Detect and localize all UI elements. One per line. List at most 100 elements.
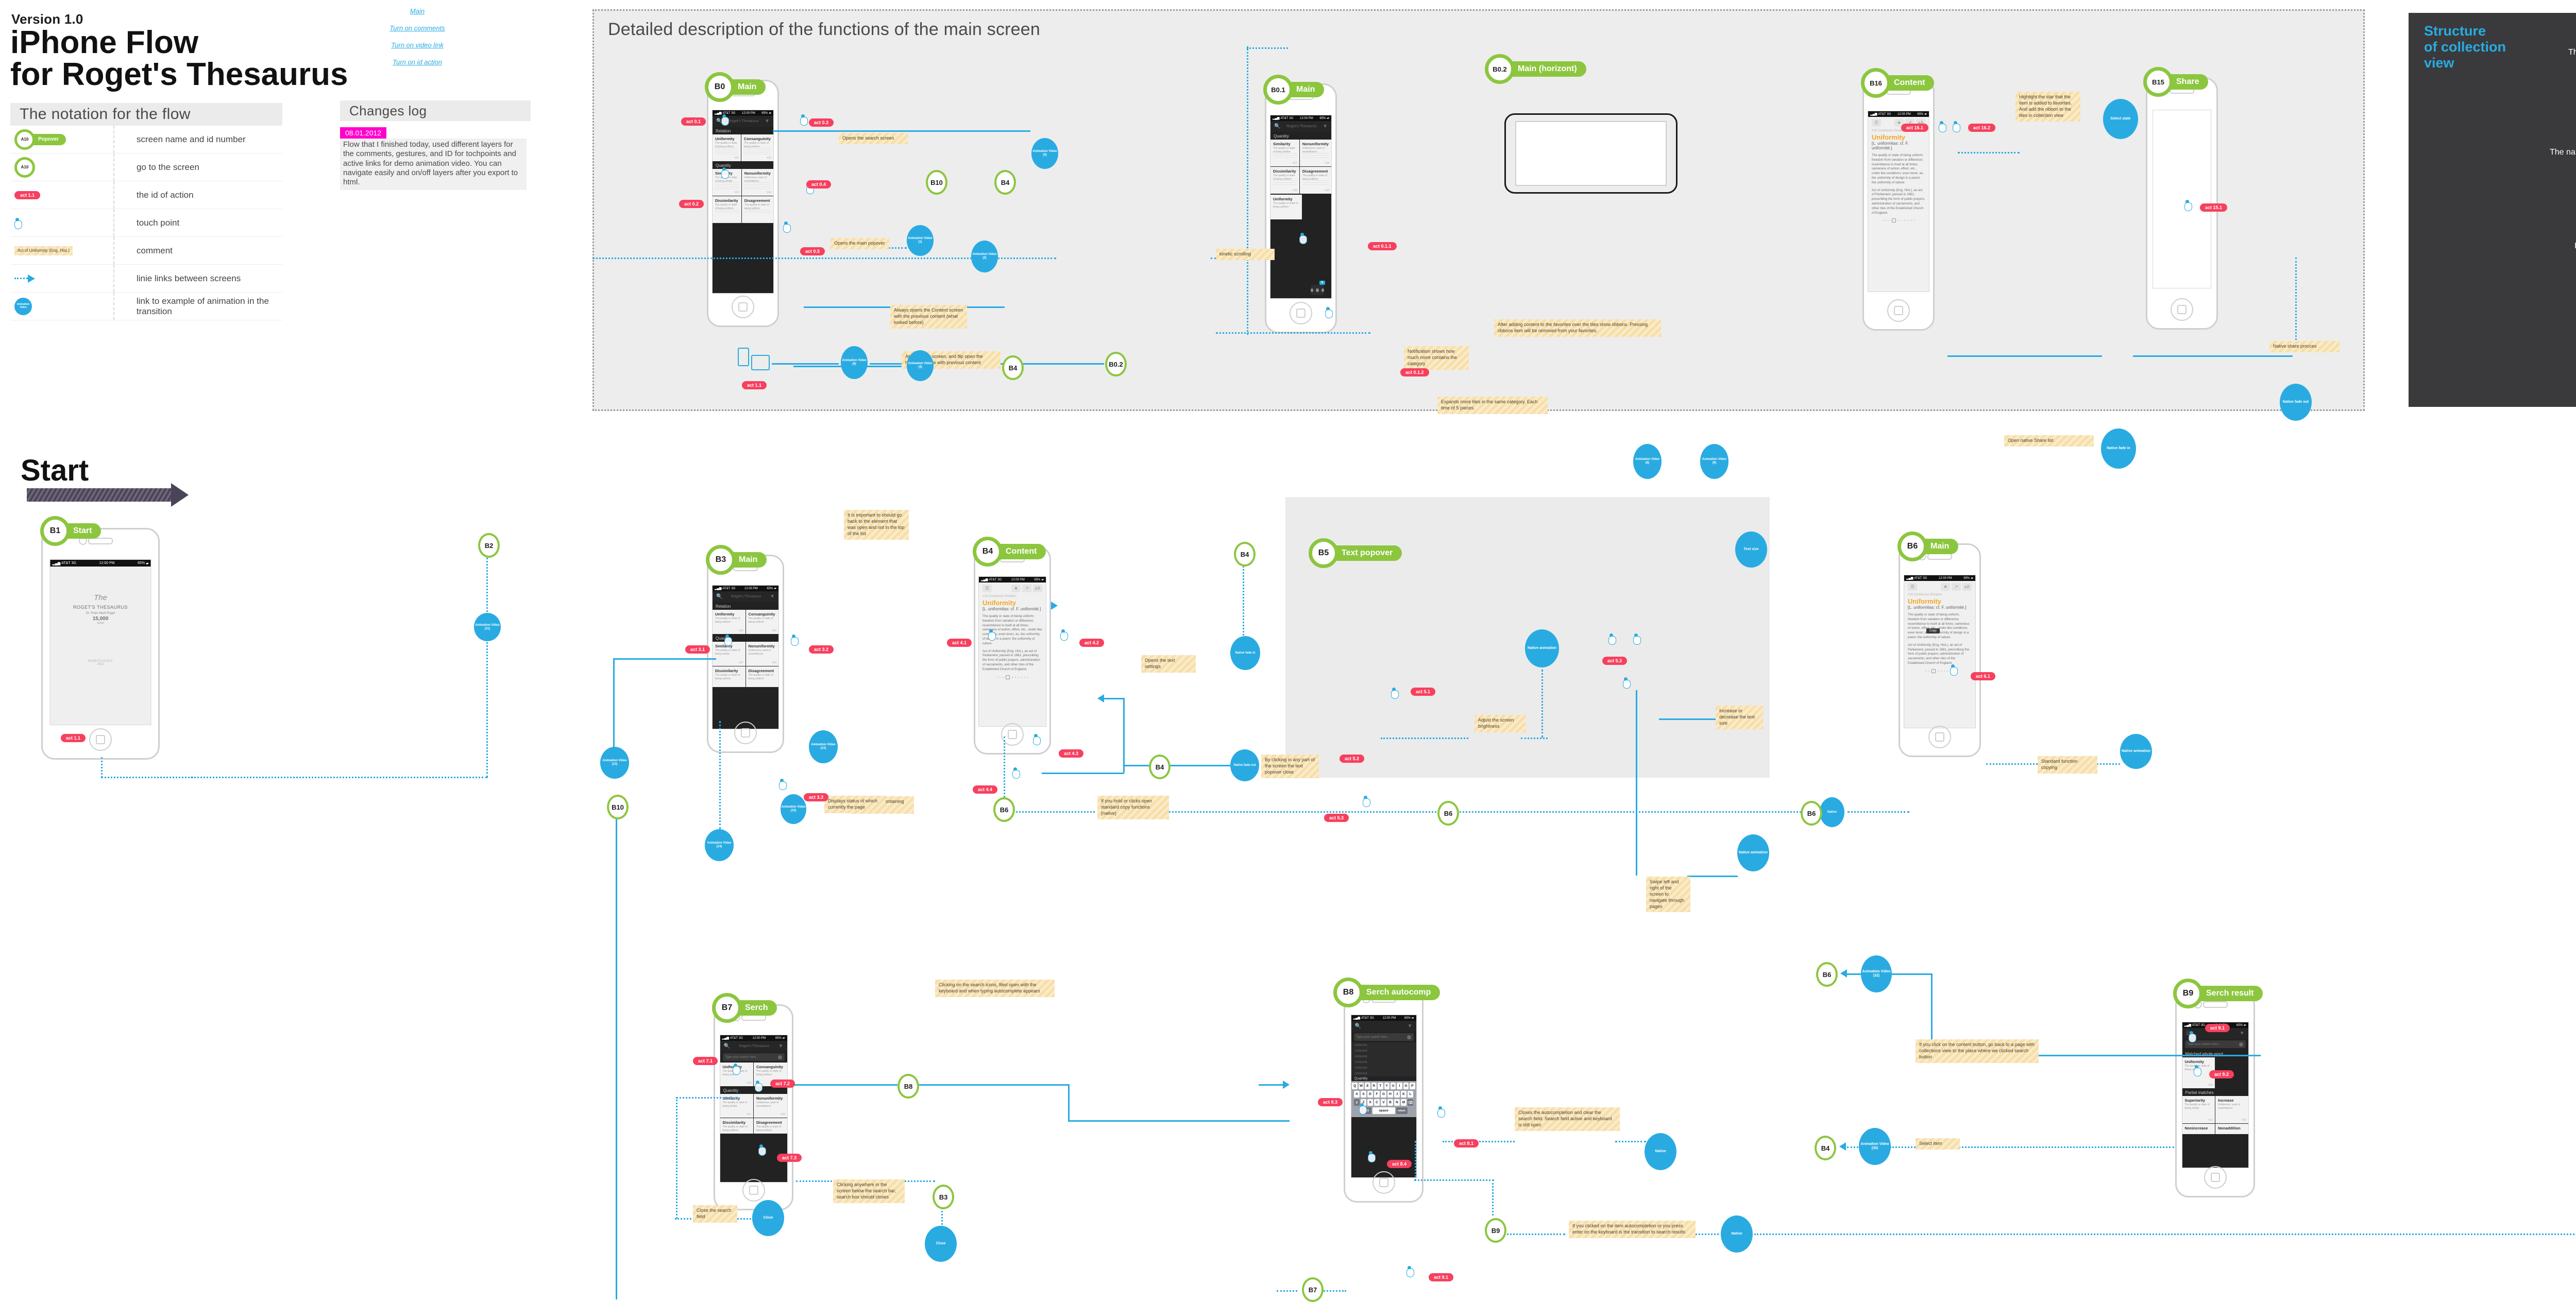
- search-icon[interactable]: 🔍: [723, 1043, 730, 1049]
- animation-video-node[interactable]: Native fade out: [2280, 384, 2312, 421]
- animation-video-node[interactable]: Animation Video (9): [1700, 444, 1728, 479]
- key[interactable]: C: [1374, 1099, 1380, 1106]
- backspace-key[interactable]: ⌫: [1408, 1099, 1413, 1106]
- key[interactable]: L: [1408, 1091, 1413, 1098]
- screen-ref-b6[interactable]: B6: [993, 797, 1015, 822]
- animation-video-node[interactable]: Native: [1721, 1215, 1753, 1253]
- key[interactable]: X: [1367, 1099, 1373, 1106]
- screen-ref-b6[interactable]: B6: [1816, 962, 1838, 987]
- star-icon[interactable]: ★: [1011, 584, 1021, 592]
- home-button[interactable]: [1928, 726, 1951, 748]
- tile[interactable]: Nonaddition: [2215, 1124, 2248, 1134]
- search-input[interactable]: Type your search here...: [722, 1053, 785, 1061]
- key[interactable]: D: [1367, 1091, 1373, 1098]
- space-key[interactable]: space: [1372, 1107, 1395, 1114]
- key[interactable]: U: [1390, 1083, 1396, 1089]
- animation-video-node[interactable]: Animation Video (14): [705, 829, 734, 861]
- screen-ref-b6[interactable]: B6: [1437, 801, 1459, 826]
- home-button[interactable]: [742, 1179, 765, 1202]
- screen-ref-b10[interactable]: B10: [607, 795, 629, 819]
- animation-video-node[interactable]: Native fade out: [1230, 749, 1259, 781]
- clear-icon[interactable]: [777, 1055, 782, 1059]
- screen-ref-b6[interactable]: B6: [1801, 801, 1822, 826]
- screen-ref-b4[interactable]: B4: [1002, 355, 1024, 380]
- share-icon[interactable]: ↗: [1022, 584, 1031, 592]
- screen-ref-b02[interactable]: B0.2: [1105, 352, 1127, 376]
- animation-video-node[interactable]: Close: [925, 1226, 957, 1262]
- chevron-down-icon[interactable]: ▼: [1407, 1023, 1413, 1029]
- home-button[interactable]: [2171, 298, 2193, 321]
- shift-key[interactable]: ⇧: [1354, 1099, 1360, 1106]
- screen-ref-b9[interactable]: B9: [1485, 1218, 1506, 1243]
- menu-icon[interactable]: ☰: [982, 584, 992, 592]
- autocomplete-item[interactable]: Uniformit: [1354, 1055, 1367, 1058]
- animation-video-node[interactable]: Animation Video (32): [1861, 955, 1892, 992]
- screen-ref-b4[interactable]: B4: [1815, 1136, 1836, 1160]
- key[interactable]: H: [1387, 1091, 1393, 1098]
- key[interactable]: P: [1410, 1083, 1415, 1089]
- text-size-icon[interactable]: ᴀA: [1033, 584, 1042, 592]
- key[interactable]: I: [1397, 1083, 1402, 1089]
- key[interactable]: K: [1401, 1091, 1406, 1098]
- animation-video-node[interactable]: Animation Video (6): [841, 346, 868, 379]
- copy-tooltip[interactable]: Copy: [1926, 628, 1940, 633]
- link-turn-on-comments[interactable]: Turn on comments: [389, 24, 445, 32]
- screen-ref-b7[interactable]: B7: [1302, 1277, 1324, 1302]
- animation-video-node[interactable]: Animation Video (8): [1633, 444, 1662, 479]
- animation-video-node[interactable]: Animation Video (11): [474, 613, 501, 641]
- autocomplete-item[interactable]: Uniformit: [1354, 1049, 1367, 1053]
- key[interactable]: N: [1394, 1099, 1400, 1106]
- search-icon[interactable]: 🔍: [716, 118, 723, 124]
- autocomplete-item[interactable]: Uniformit: [1354, 1060, 1367, 1064]
- home-button[interactable]: [1290, 302, 1312, 324]
- animation-video-node[interactable]: Native animation: [1737, 834, 1769, 871]
- key[interactable]: M: [1401, 1099, 1406, 1106]
- animation-video-node[interactable]: Select state: [2103, 99, 2138, 139]
- home-button[interactable]: [1372, 1171, 1395, 1194]
- search-icon[interactable]: 🔍: [1274, 124, 1281, 129]
- animation-video-node[interactable]: Animation Video (13): [600, 747, 629, 779]
- animation-video-node[interactable]: Animation Video (1): [907, 225, 934, 256]
- screen-ref-b3[interactable]: B3: [933, 1185, 954, 1209]
- animation-video-node[interactable]: Animation Video (2): [971, 241, 998, 272]
- chevron-down-icon[interactable]: ▼: [770, 594, 775, 599]
- animation-video-node[interactable]: Native: [1820, 797, 1844, 827]
- key[interactable]: W: [1358, 1083, 1364, 1089]
- home-button[interactable]: [2204, 1166, 2227, 1189]
- chevron-down-icon[interactable]: ▼: [765, 118, 770, 124]
- autocomplete-item[interactable]: Uniformit: [1354, 1072, 1367, 1075]
- animation-video-node[interactable]: Animation Video (15): [781, 794, 806, 824]
- screen-ref-b2[interactable]: B2: [478, 533, 500, 558]
- clear-icon[interactable]: [2239, 1042, 2243, 1047]
- clear-icon[interactable]: [1406, 1035, 1411, 1039]
- link-turn-on-id-action[interactable]: Turn on id action: [393, 58, 442, 66]
- animation-video-node[interactable]: Native animation: [1525, 629, 1559, 667]
- key[interactable]: Z: [1361, 1099, 1366, 1106]
- home-button[interactable]: [89, 728, 112, 751]
- share-icon[interactable]: ↗: [1952, 583, 1961, 591]
- key[interactable]: Q: [1352, 1083, 1358, 1089]
- search-input[interactable]: Type your search here...: [1353, 1033, 1414, 1041]
- animation-video-node[interactable]: Text size: [1735, 532, 1767, 568]
- autocomplete-item[interactable]: Uniformit: [1354, 1066, 1367, 1070]
- key[interactable]: A: [1354, 1091, 1360, 1098]
- animation-video-node[interactable]: Close: [752, 1200, 784, 1236]
- return-key[interactable]: return: [1396, 1107, 1408, 1114]
- star-icon[interactable]: ★: [1894, 118, 1904, 127]
